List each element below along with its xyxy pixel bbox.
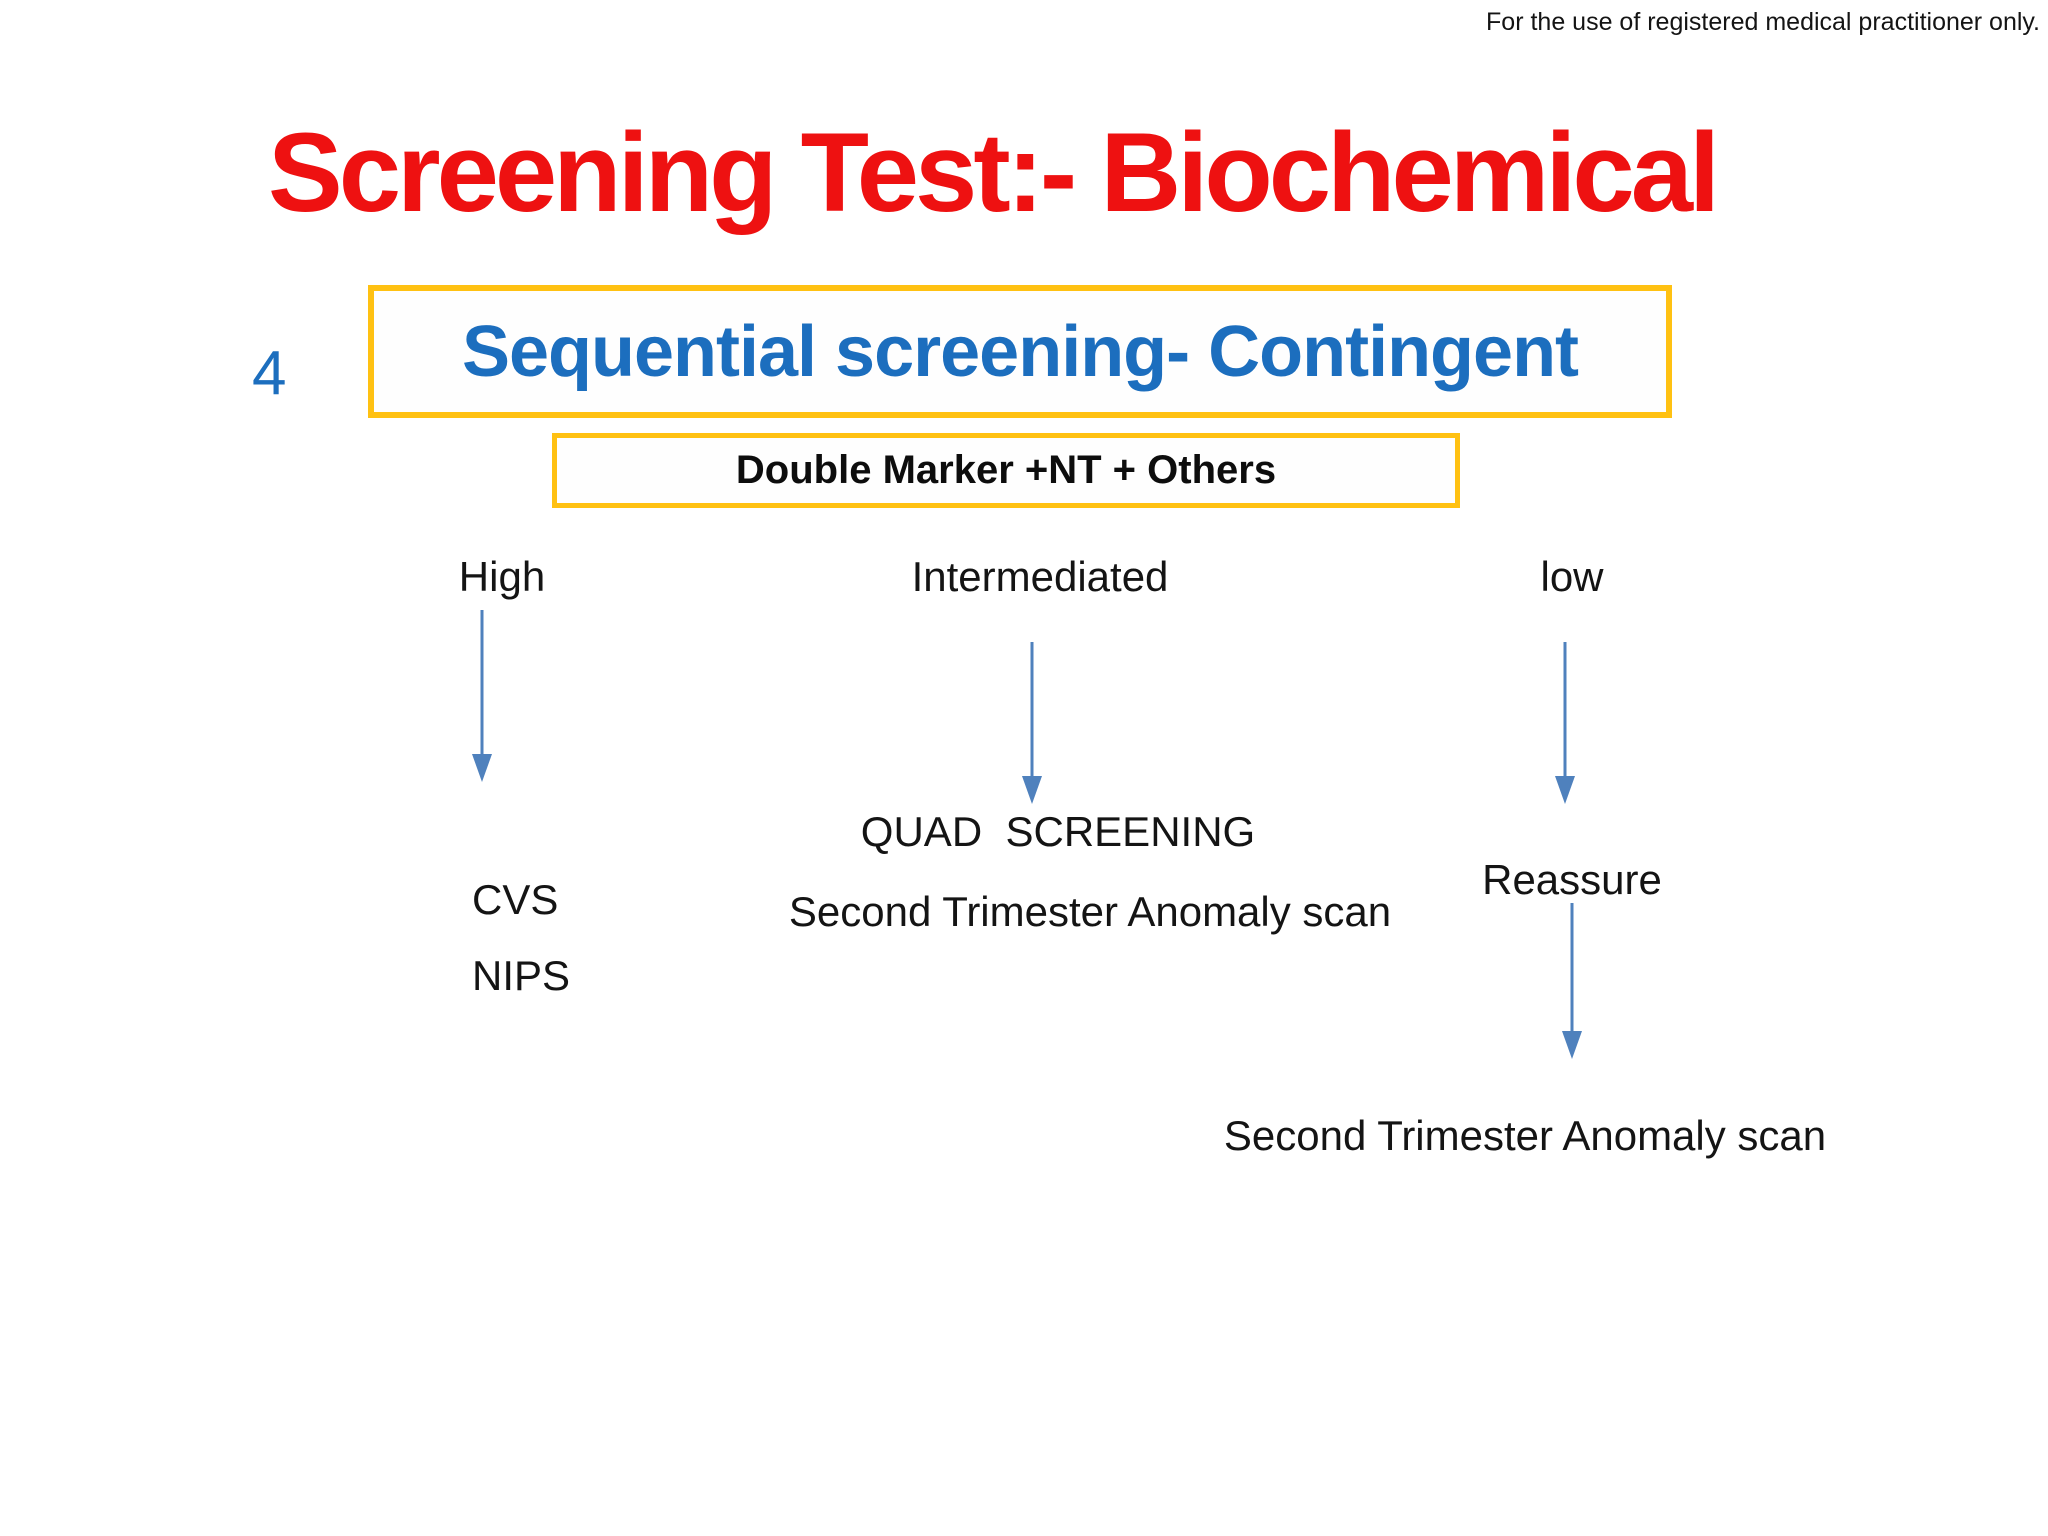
outcome-reassure: Reassure [1482,856,1662,903]
outcome-nips: NIPS [472,952,571,999]
outcome-second-trimester-scan-mid: Second Trimester Anomaly scan [788,888,1392,935]
outcome-cvs: CVS [472,876,559,923]
main-heading-box: Sequential screening- Contingent [368,285,1672,418]
main-heading-label: Sequential screening- Contingent [461,311,1579,392]
arrow-down-reassure-icon [1562,903,1582,1059]
slide-number: 4 [252,339,287,408]
arrow-down-high-icon [472,610,492,782]
outcome-quad-screening: QUAD SCREENING [860,808,1256,855]
sub-heading-label: Double Marker +NT + Others [735,448,1277,492]
branch-label-low: low [1540,553,1604,600]
page-title: Screening Test:- Biochemical [268,110,1720,235]
branch-label-high: High [458,553,546,600]
arrow-down-intermediated-icon [1022,642,1042,804]
arrow-down-low-icon [1555,642,1575,804]
branch-label-intermediated: Intermediated [911,553,1169,600]
outcome-second-trimester-scan-low: Second Trimester Anomaly scan [1223,1112,1827,1159]
sub-heading-box: Double Marker +NT + Others [552,433,1460,508]
disclaimer-text: For the use of registered medical practi… [1486,8,2040,36]
